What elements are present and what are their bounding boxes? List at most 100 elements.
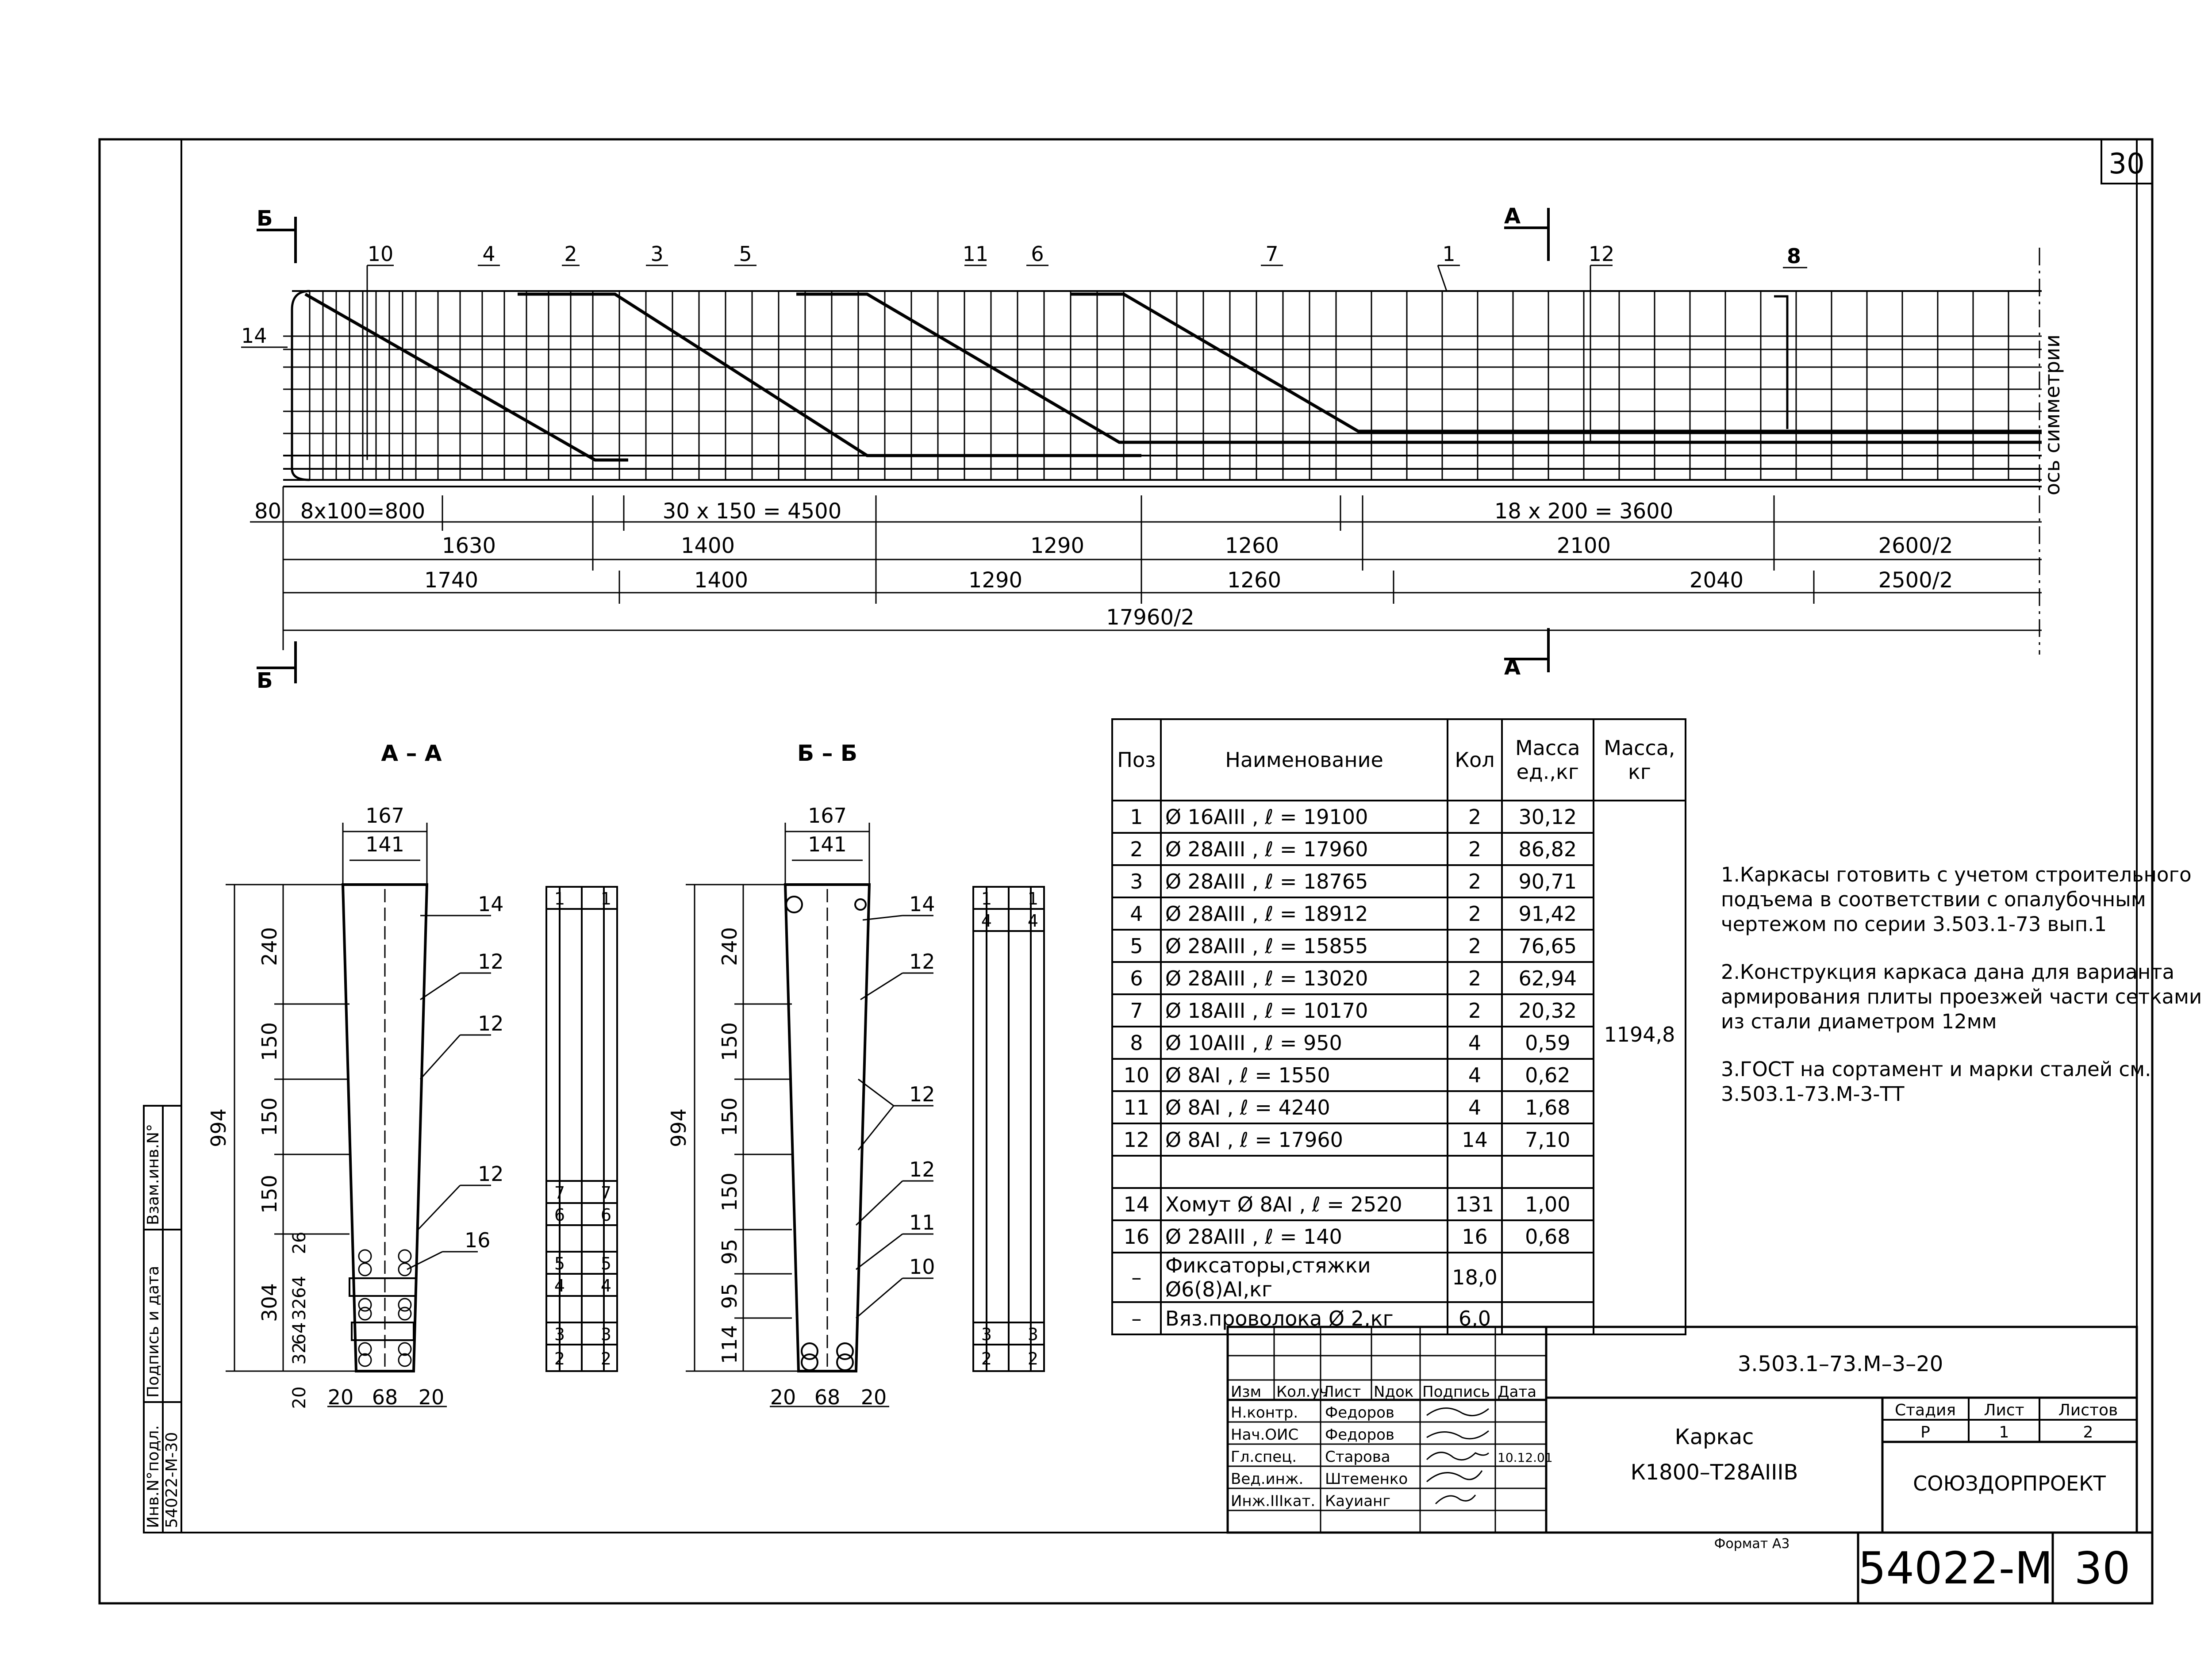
svg-text:10.12.01: 10.12.01 <box>1498 1450 1553 1465</box>
svg-text:1: 1 <box>554 889 565 908</box>
table-cell-name: Ø 16AIII , ℓ = 19100 <box>1160 800 1449 834</box>
svg-text:20: 20 <box>419 1385 445 1409</box>
svg-text:20: 20 <box>289 1387 310 1409</box>
table-cell-name: Ø 28AIII , ℓ = 15855 <box>1160 929 1449 963</box>
table-cell-unit_mass: 30,12 <box>1501 800 1594 834</box>
svg-text:1290: 1290 <box>1030 533 1084 558</box>
col-qty: Кол <box>1447 718 1503 801</box>
section-aa-bar-schema <box>545 886 618 1372</box>
svg-text:5: 5 <box>739 242 752 266</box>
svg-text:95: 95 <box>718 1239 741 1265</box>
svg-text:Кол.уч: Кол.уч <box>1276 1383 1329 1401</box>
svg-text:150: 150 <box>257 1097 281 1136</box>
svg-text:5: 5 <box>554 1254 565 1273</box>
table-cell-qty <box>1447 1155 1503 1189</box>
svg-text:Взам.инв.N°: Взам.инв.N° <box>144 1124 162 1225</box>
table-cell-unit_mass <box>1501 1155 1594 1189</box>
table-cell-qty: 2 <box>1447 897 1503 931</box>
svg-text:Nдок: Nдок <box>1374 1383 1413 1401</box>
table-cell-pos: 8 <box>1111 1026 1162 1060</box>
table-cell-pos: 14 <box>1111 1187 1162 1221</box>
svg-text:Подпись: Подпись <box>1422 1383 1490 1401</box>
table-cell-name: Ø 28AIII , ℓ = 18765 <box>1160 864 1449 898</box>
table-cell-name: Хомут Ø 8AI , ℓ = 2520 <box>1160 1187 1449 1221</box>
svg-text:994: 994 <box>667 1108 691 1147</box>
svg-text:14: 14 <box>909 892 935 916</box>
svg-text:1740: 1740 <box>424 568 478 593</box>
svg-text:Инж.IIIкат.: Инж.IIIкат. <box>1231 1492 1315 1510</box>
svg-text:Штеменко: Штеменко <box>1325 1470 1408 1488</box>
table-cell-name: Ø 10AIII , ℓ = 950 <box>1160 1026 1449 1060</box>
svg-text:150: 150 <box>257 1175 281 1214</box>
col-unit-mass: Масса ед.,кг <box>1501 718 1594 801</box>
svg-text:14: 14 <box>478 892 504 916</box>
format-label: Формат А3 <box>1714 1536 1790 1552</box>
svg-text:Старова: Старова <box>1325 1448 1390 1466</box>
svg-text:4: 4 <box>1028 911 1038 931</box>
side-stamp <box>143 1105 182 1533</box>
svg-text:68: 68 <box>372 1385 398 1409</box>
svg-text:141: 141 <box>808 832 847 856</box>
table-cell-qty: 4 <box>1447 1090 1503 1124</box>
svg-text:1400: 1400 <box>694 568 748 593</box>
svg-text:12: 12 <box>478 1162 504 1186</box>
table-cell-pos: 2 <box>1111 832 1162 866</box>
table-cell-name: Ø 28AIII , ℓ = 13020 <box>1160 961 1449 995</box>
table-cell-qty: 2 <box>1447 929 1503 963</box>
table-cell-name: Ø 8AI , ℓ = 4240 <box>1160 1090 1449 1124</box>
table-cell-unit_mass: 76,65 <box>1501 929 1594 963</box>
section-bb-drawing <box>686 823 933 1407</box>
svg-text:240: 240 <box>718 927 741 966</box>
sheet-number-bottom: 30 <box>2074 1542 2130 1594</box>
svg-text:64: 64 <box>289 1322 310 1345</box>
table-cell-name: Ø 28AIII , ℓ = 17960 <box>1160 832 1449 866</box>
table-cell-name: Вяз.проволока Ø 2,кг <box>1160 1301 1449 1335</box>
table-cell-qty: 2 <box>1447 961 1503 995</box>
svg-text:7: 7 <box>554 1183 565 1203</box>
svg-text:Лист: Лист <box>1323 1383 1361 1401</box>
svg-text:1290: 1290 <box>968 568 1022 593</box>
svg-text:167: 167 <box>808 804 847 828</box>
position-labels: 10 4 2 3 5 11 6 7 1 12 8 14 <box>241 242 1801 348</box>
svg-text:32: 32 <box>289 1298 310 1321</box>
svg-text:12: 12 <box>1589 242 1615 266</box>
svg-text:8: 8 <box>1787 244 1801 268</box>
svg-text:304: 304 <box>257 1283 281 1322</box>
svg-text:14: 14 <box>241 324 267 348</box>
dimensions: 80 8x100=800 30 x 150 = 4500 18 x 200 = … <box>254 499 1953 630</box>
svg-text:167: 167 <box>365 804 404 828</box>
table-cell-unit_mass: 91,42 <box>1501 897 1594 931</box>
svg-text:Федоров: Федоров <box>1325 1404 1394 1422</box>
sheet-number-top: 30 <box>2108 148 2144 180</box>
svg-text:1: 1 <box>1442 242 1455 266</box>
svg-text:2100: 2100 <box>1557 533 1611 558</box>
svg-text:2: 2 <box>981 1349 992 1368</box>
svg-text:150: 150 <box>718 1097 741 1136</box>
svg-text:1260: 1260 <box>1225 533 1279 558</box>
svg-text:1: 1 <box>1028 889 1038 908</box>
svg-text:240: 240 <box>257 927 281 966</box>
svg-text:Изм: Изм <box>1231 1383 1261 1401</box>
table-cell-pos: 16 <box>1111 1219 1162 1253</box>
svg-text:Гл.спец.: Гл.спец. <box>1231 1448 1297 1466</box>
table-cell-pos: 4 <box>1111 897 1162 931</box>
svg-text:10: 10 <box>368 242 394 266</box>
table-row <box>1111 1155 1686 1189</box>
svg-text:95: 95 <box>718 1283 741 1309</box>
symmetry-axis-label: ось симметрии <box>2040 334 2064 495</box>
svg-text:12: 12 <box>909 1082 935 1106</box>
longitudinal-elevation <box>283 248 2042 655</box>
svg-text:А: А <box>1504 204 1521 229</box>
table-cell-qty: 2 <box>1447 864 1503 898</box>
svg-text:Подпись и дата: Подпись и дата <box>144 1266 162 1398</box>
